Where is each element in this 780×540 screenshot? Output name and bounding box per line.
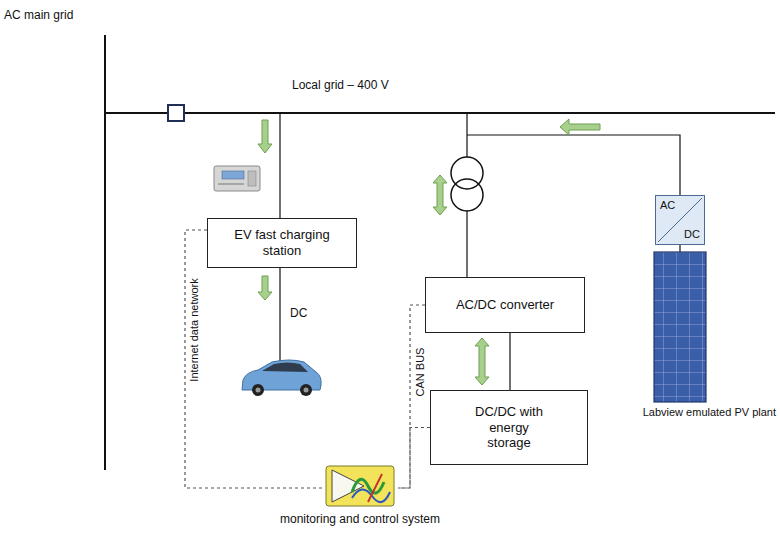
energy-meter — [218, 184, 244, 185]
power-flow-arrow — [258, 276, 272, 300]
box-label: DC/DC with energy storage — [468, 404, 550, 451]
transformer-symbol — [451, 179, 483, 211]
data-link — [185, 230, 322, 488]
electric-car — [262, 363, 308, 373]
wire — [467, 135, 680, 195]
energy-meter — [214, 166, 260, 191]
control-system-icon — [368, 474, 382, 502]
data-link — [398, 428, 430, 489]
converter-label: DC — [684, 228, 700, 241]
energy-meter — [214, 166, 260, 191]
grid-line — [104, 35, 106, 470]
transformer-symbol — [451, 157, 483, 211]
system-caption: monitoring and control system — [280, 512, 440, 526]
control-system-icon — [332, 470, 364, 502]
control-system-icon: monitoring and control system — [322, 462, 398, 510]
control-system-icon — [322, 462, 398, 510]
power-flow-arrow — [433, 175, 447, 215]
inverter-diagonal — [658, 198, 702, 242]
wire — [279, 113, 280, 218]
electric-car — [300, 384, 312, 396]
grid-label: AC main grid — [4, 8, 73, 22]
box-label: AC/DC converter — [456, 297, 554, 313]
process-box: EV fast charging station — [207, 218, 357, 268]
plant-label: Labview emulated PV plant — [643, 406, 776, 418]
grid-line — [105, 35, 775, 470]
data-link — [398, 305, 425, 488]
link-label: Internet data network — [188, 277, 200, 382]
energy-meter — [222, 171, 244, 179]
electric-car — [256, 388, 261, 393]
wire — [679, 245, 680, 252]
electric-car — [242, 360, 321, 396]
electric-car — [252, 384, 264, 396]
power-flow-arrow — [258, 120, 272, 153]
wire — [466, 211, 467, 277]
pv-panel — [654, 252, 706, 402]
grid-line — [105, 112, 775, 114]
link-label: CAN BUS — [414, 347, 426, 398]
process-box: DC/DC with energy storage — [430, 390, 588, 465]
control-system-icon — [326, 466, 394, 506]
breaker-symbol — [168, 105, 184, 121]
energy-meter — [248, 171, 256, 186]
pv-panel — [654, 252, 706, 402]
wire — [279, 268, 280, 365]
process-box: AC/DC converter — [425, 277, 585, 333]
power-line — [509, 333, 510, 390]
power-flow-arrow — [475, 338, 489, 385]
power-flow-arrow — [560, 119, 600, 135]
electric-car — [304, 388, 309, 393]
converter-label: AC — [660, 199, 675, 212]
inverter-box: AC DC — [655, 195, 705, 245]
current-type-label: DC — [290, 306, 307, 320]
box-label: EV fast charging station — [226, 227, 338, 258]
grid-label: Local grid – 400 V — [292, 78, 389, 92]
